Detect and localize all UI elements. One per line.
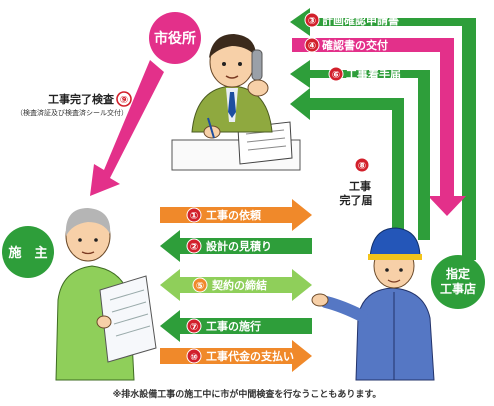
flow-1-text: 工事の依頼 — [206, 208, 262, 222]
flow-6-num: ⑥ — [332, 70, 340, 81]
flow-label-3: ③ 計画確認申請書 — [304, 12, 399, 28]
arrow-2-estimate: ② 設計の見積り — [160, 230, 312, 262]
owner-label: 施 主 — [8, 245, 47, 261]
flow-8-text-1: 工事 — [349, 179, 371, 193]
flow-10-num: ⑩ — [190, 353, 198, 363]
flow-8-text-2: 完了届 — [340, 193, 373, 207]
flow-label-9: 工事完了検査 ⑨ （検査済証及び検査済シール交付） — [16, 91, 132, 117]
flow-9-sublabel: （検査済証及び検査済シール交付） — [16, 108, 128, 117]
official-on-phone-icon — [171, 34, 301, 171]
flow-3-num: ③ — [308, 16, 316, 27]
flow-9-text: 工事完了検査 — [48, 92, 114, 106]
arrow-1-request: ① 工事の依頼 — [160, 199, 312, 231]
contractor-node: 指定 工事店 — [431, 255, 485, 309]
arrow-8-completion — [290, 88, 404, 250]
flow-label-8: ⑧ 工事 完了届 — [340, 157, 373, 207]
flow-4-num: ④ — [308, 41, 316, 52]
flow-7-text: 工事の施行 — [206, 319, 261, 333]
owner-reading-document-icon — [55, 208, 157, 381]
arrow-10-payment: ⑩ 工事代金の支払い — [160, 340, 312, 372]
flow-10-text: 工事代金の支払い — [206, 349, 294, 363]
owner-node: 施 主 — [2, 226, 54, 278]
city-hall-node: 市役所 — [149, 12, 201, 64]
flow-5-text: 契約の締結 — [211, 278, 267, 292]
arrow-9-inspection — [90, 60, 164, 196]
arrow-7-construction: ⑦ 工事の施行 — [160, 310, 312, 342]
flow-2-num: ② — [190, 242, 198, 253]
flow-3-text: 計画確認申請書 — [322, 13, 399, 27]
contractor-label-2: 工事店 — [440, 281, 476, 296]
flow-2-text: 設計の見積り — [206, 239, 272, 253]
worker-with-helmet-icon — [311, 227, 435, 381]
flow-6-text: 工事着手届 — [346, 67, 401, 81]
city-hall-label: 市役所 — [154, 30, 196, 47]
flow-label-6: ⑥ 工事着手届 — [328, 66, 401, 82]
arrow-6-start-notice — [290, 60, 430, 240]
arrow-4-confirmation — [292, 38, 466, 216]
flow-1-num: ① — [190, 211, 198, 222]
arrow-5-contract: ⑤ 契約の締結 — [160, 269, 312, 301]
flow-label-4: ④ 確認書の交付 — [304, 37, 388, 53]
flow-8-num: ⑧ — [358, 161, 366, 172]
flow-4-text: 確認書の交付 — [322, 38, 388, 52]
contractor-label-1: 指定 — [446, 266, 470, 281]
arrow-3-application — [290, 8, 476, 260]
flow-5-num: ⑤ — [196, 281, 204, 292]
flow-9-num: ⑨ — [120, 95, 128, 106]
flow-7-num: ⑦ — [190, 322, 198, 333]
footnote: ※排水設備工事の施工中に市が中間検査を行なうこともあります。 — [113, 388, 382, 400]
